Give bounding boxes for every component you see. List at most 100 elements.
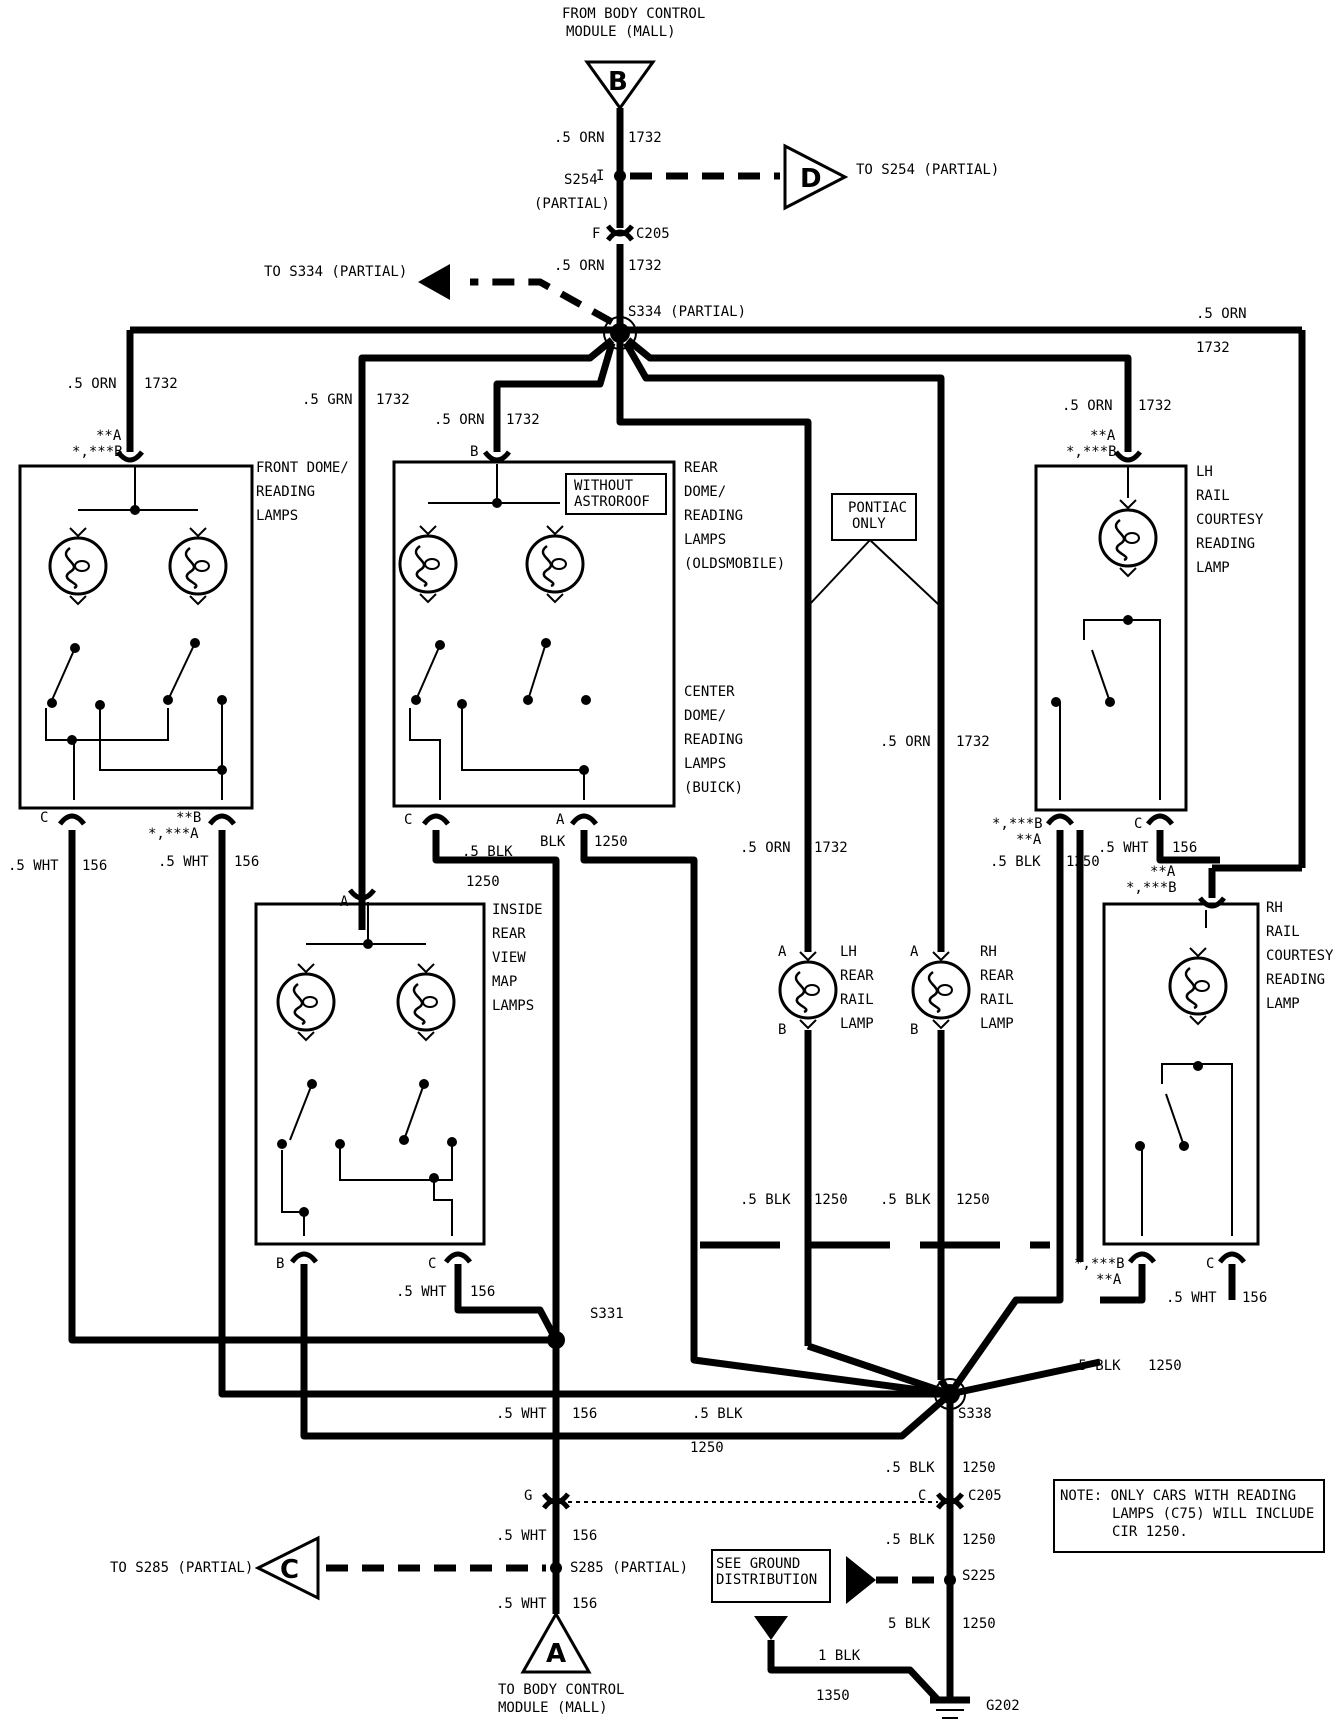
lh-blk: .5 BLK — [990, 854, 1041, 870]
fd-156-1: 156 — [82, 858, 107, 874]
arrow-to-s334 — [418, 264, 450, 300]
lhr-orn: .5 ORN — [740, 840, 791, 856]
inside-rear-l3: VIEW — [492, 950, 526, 966]
inside-rear-l1: INSIDE — [492, 902, 543, 918]
fd-orn: .5 ORN — [66, 376, 117, 392]
rh-rail-box — [1102, 902, 1260, 1246]
lh-1250: 1250 — [1066, 854, 1100, 870]
s331-156: 156 — [572, 1406, 597, 1422]
rh-rail-l5: LAMP — [1266, 996, 1300, 1012]
s285-wht: .5 WHT — [496, 1596, 547, 1612]
inside-rear-l5: LAMPS — [492, 998, 534, 1014]
lhr-1250: 1250 — [814, 1192, 848, 1208]
fd-1732: 1732 — [144, 376, 178, 392]
lh-rear-l1: LH — [840, 944, 857, 960]
lh-pin-star-b: *,***B — [992, 816, 1043, 832]
front-dome-l3: LAMPS — [256, 508, 298, 524]
center-dome-l3: READING — [684, 732, 743, 748]
center-dome-l5: (BUICK) — [684, 780, 743, 796]
c205-pin-c: C — [918, 1488, 926, 1504]
lh-rear-l2: REAR — [840, 968, 874, 984]
irv-156: 156 — [470, 1284, 495, 1300]
irv-wht: .5 WHT — [396, 1284, 447, 1300]
without-l1: WITHOUT — [574, 478, 634, 494]
rh-wht: .5 WHT — [1166, 1290, 1217, 1306]
c205-blk: .5 BLK — [884, 1532, 935, 1548]
lhr-blk: .5 BLK — [740, 1192, 791, 1208]
ground-blk: 1 BLK — [818, 1648, 861, 1664]
mid-1732: 1732 — [956, 734, 990, 750]
splice-s338-label: S338 — [958, 1406, 992, 1422]
bus-orn: .5 ORN — [1196, 306, 1247, 322]
splice-s285-label: S285 (PARTIAL) — [570, 1560, 688, 1576]
pontiac-l1: PONTIAC — [848, 500, 907, 516]
rh-pin-dstar-a: **A — [1096, 1272, 1122, 1288]
rear-dome-l5: (OLDSMOBILE) — [684, 556, 785, 572]
grn-label: .5 GRN — [302, 392, 353, 408]
connector-b-label: B — [608, 67, 628, 97]
rear-dome-l2: DOME/ — [684, 484, 726, 500]
rear-dome-l4: LAMPS — [684, 532, 726, 548]
wire2-label: .5 ORN — [554, 258, 605, 274]
to-s334-label: TO S334 (PARTIAL) — [264, 264, 407, 280]
pin-i: I — [596, 168, 604, 184]
lh-rail-l5: LAMP — [1196, 560, 1230, 576]
s254-partial: (PARTIAL) — [534, 196, 610, 212]
lh-wht: .5 WHT — [1098, 840, 1149, 856]
lhr-pin-a: A — [778, 944, 787, 960]
source-line-1: FROM BODY CONTROL — [562, 6, 705, 22]
irv-pin-c: C — [428, 1256, 436, 1272]
rear-dome-box — [392, 460, 676, 808]
note-l3: CIR 1250. — [1112, 1524, 1188, 1540]
inside-rear-l2: REAR — [492, 926, 526, 942]
ground-1350: 1350 — [816, 1688, 850, 1704]
splice-s225-label: S225 — [962, 1568, 996, 1584]
front-dome-box — [18, 464, 254, 810]
rd-pin-b: B — [470, 444, 478, 460]
lh-orn: .5 ORN — [1062, 398, 1113, 414]
irv-pin-b: B — [276, 1256, 284, 1272]
without-l2: ASTROROOF — [574, 494, 650, 510]
rh-rear-l2: REAR — [980, 968, 1014, 984]
connector-c-triangle: C — [254, 1535, 320, 1601]
connector-d-label: D — [800, 164, 822, 194]
connector-a-triangle: A — [520, 1610, 592, 1674]
c205-1250: 1250 — [962, 1532, 996, 1548]
lh-pin-a: **A — [1090, 428, 1116, 444]
irv-pin-a: A — [340, 894, 349, 910]
fd-wht-2: .5 WHT — [158, 854, 209, 870]
rh-pin-b: *,***B — [1126, 880, 1177, 896]
fd-pin-dstar-b: **B — [176, 810, 201, 826]
note-box — [1053, 1479, 1325, 1553]
rd-1250-a: 1250 — [466, 874, 500, 890]
wire1-label: .5 ORN — [554, 130, 605, 146]
lh-rear-l4: LAMP — [840, 1016, 874, 1032]
connector-b-triangle: B — [584, 60, 656, 111]
fd-pin-b: *,***B — [72, 444, 123, 460]
rd-blk: .5 BLK — [462, 844, 513, 860]
rd-blk-short: BLK — [540, 834, 566, 850]
low-blk: .5 BLK — [692, 1406, 743, 1422]
rear-dome-l3: READING — [684, 508, 743, 524]
grn-1732: 1732 — [376, 392, 410, 408]
s331-wht: .5 WHT — [496, 1406, 547, 1422]
dest-l1: TO BODY CONTROL — [498, 1682, 624, 1698]
lhr-pin-b: B — [778, 1022, 786, 1038]
rhr-pin-a: A — [910, 944, 919, 960]
rh-blk: .5 BLK — [1070, 1358, 1121, 1374]
fd-pin-a: **A — [96, 428, 122, 444]
splice-s334-label: S334 (PARTIAL) — [628, 304, 746, 320]
ground-g202-label: G202 — [986, 1698, 1020, 1714]
s338-blk: .5 BLK — [884, 1460, 935, 1476]
inside-rear-l4: MAP — [492, 974, 517, 990]
wire2-num: 1732 — [628, 258, 662, 274]
connector-c205-top: C205 — [636, 226, 670, 242]
wire-to-s334 — [470, 278, 614, 326]
rh-rear-l3: RAIL — [980, 992, 1014, 1008]
s285-156: 156 — [572, 1596, 597, 1612]
rh-rail-l4: READING — [1266, 972, 1325, 988]
note-l1: NOTE: ONLY CARS WITH READING — [1060, 1488, 1296, 1504]
rh-pin-star-b: *,***B — [1074, 1256, 1125, 1272]
see-ground-box — [711, 1549, 831, 1603]
